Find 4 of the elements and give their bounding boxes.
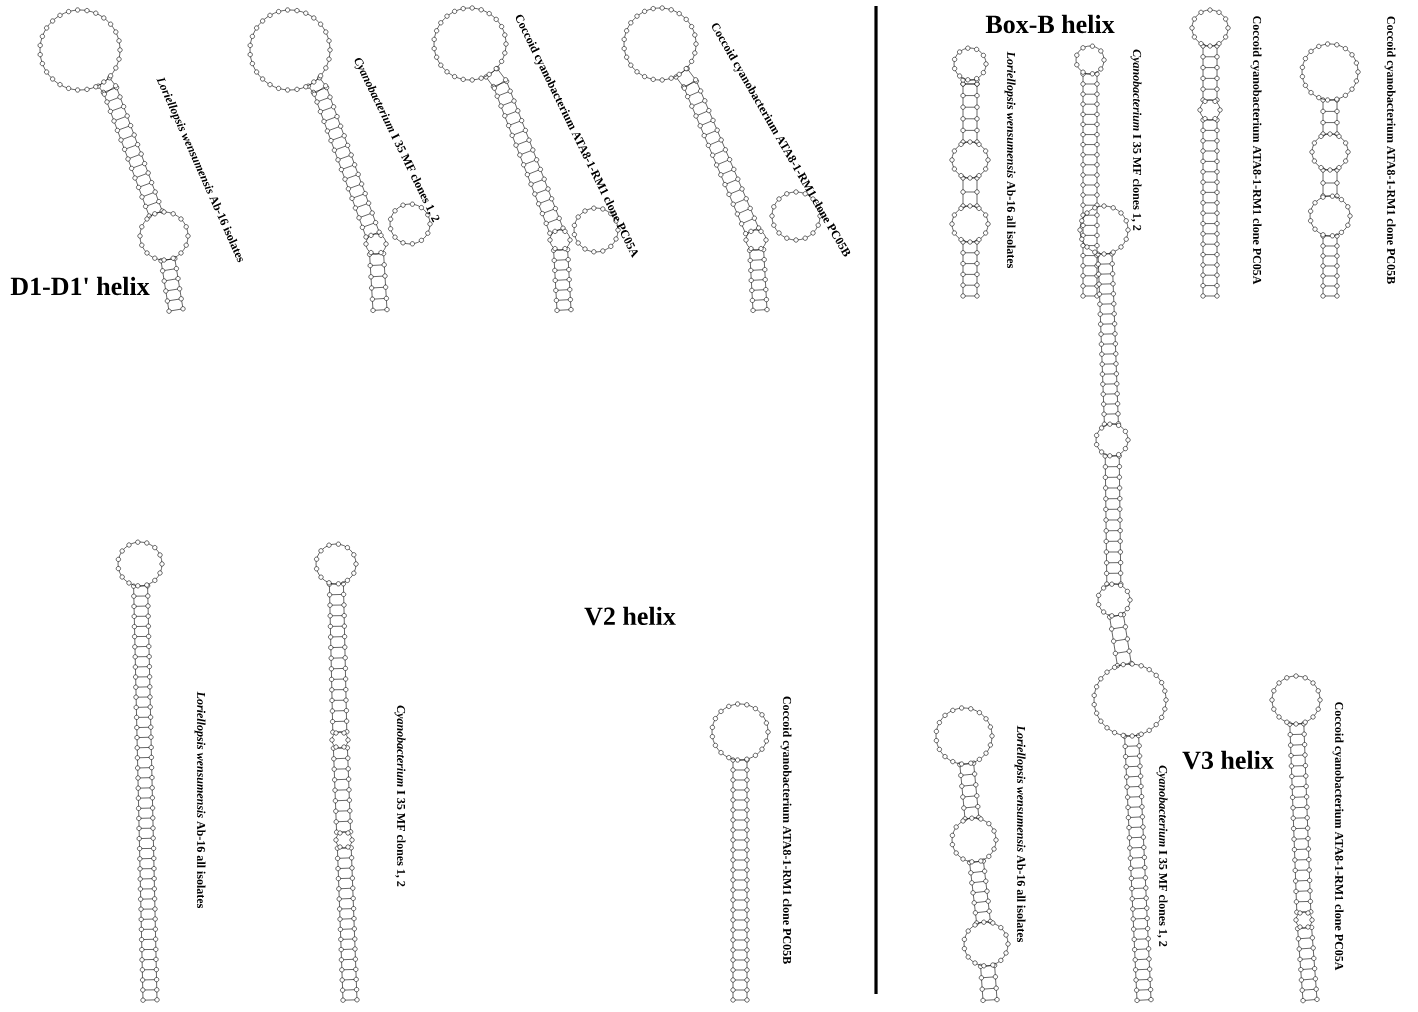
helix-heading: D1-D1' helix <box>10 276 150 296</box>
helix-heading: Box-B helix <box>985 14 1115 34</box>
helix-heading: V2 helix <box>584 606 676 626</box>
helix-heading: V3 helix <box>1182 750 1274 770</box>
